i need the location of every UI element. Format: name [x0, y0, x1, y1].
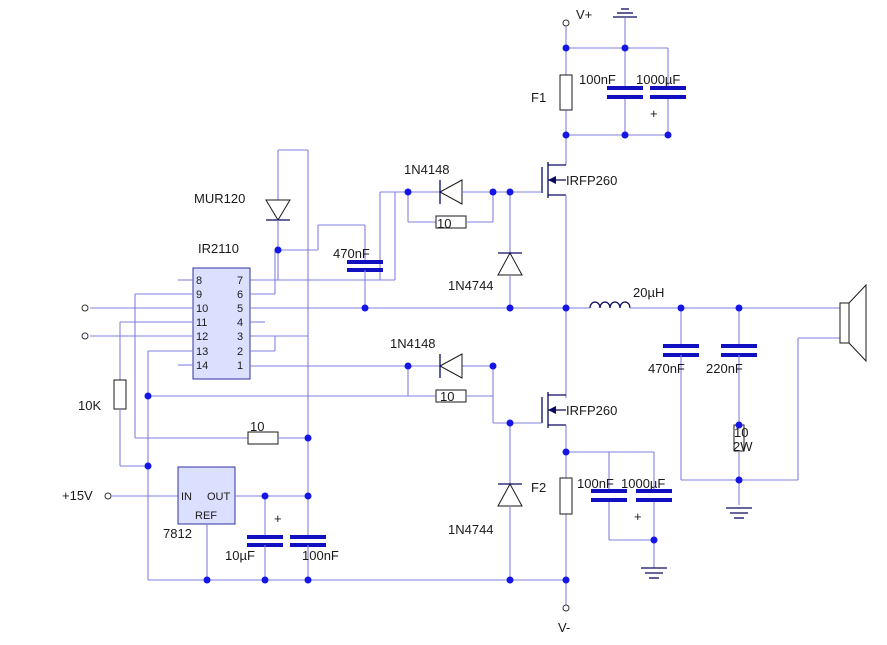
svg-text:7: 7	[237, 275, 243, 287]
svg-text:14: 14	[196, 360, 208, 372]
regulator-label: 7812	[163, 526, 192, 541]
cap-bottom-100n-label: 100nF	[577, 476, 614, 491]
ground-symbol-top	[613, 8, 637, 18]
zener-high-1n4744	[497, 251, 523, 276]
plus15v-terminal	[104, 492, 112, 500]
junction-dots	[144, 44, 743, 584]
fuse-f1-label: F1	[531, 90, 546, 105]
svg-text:8: 8	[196, 275, 202, 287]
v-minus-label: V-	[558, 620, 570, 635]
diode-high-1n4148	[438, 179, 463, 205]
v-plus-label: V+	[576, 7, 592, 22]
svg-text:13: 13	[196, 346, 208, 358]
mosfet-low-side	[510, 392, 566, 428]
fuse-f2	[559, 477, 573, 515]
fuse-f2-label: F2	[531, 480, 546, 495]
regulator-out-pin: OUT	[207, 491, 231, 503]
speaker-icon	[839, 283, 867, 363]
v-plus-terminal	[562, 19, 570, 27]
svg-text:12: 12	[196, 331, 208, 343]
regulator-in-pin: IN	[181, 491, 192, 503]
resistor-zobel-power: 2W	[733, 439, 753, 454]
cap-bottom-1000u-label: 1000µF	[621, 476, 665, 491]
svg-text:11: 11	[196, 317, 207, 329]
fuse-f1	[559, 74, 573, 111]
svg-text:2: 2	[237, 346, 243, 358]
cap-reg-100n-label: 100nF	[302, 548, 339, 563]
resistor-high-gate-label: 10	[437, 216, 451, 231]
plus15v-label: +15V	[62, 488, 93, 503]
svg-text:6: 6	[237, 289, 243, 301]
ir2110-right-pins	[250, 279, 308, 367]
ground-symbol-zobel	[726, 507, 752, 519]
v-plus-rail	[562, 18, 669, 165]
mosfet-high-side	[510, 162, 566, 198]
cap-out-220n-label: 220nF	[706, 361, 743, 376]
zener-high-label: 1N4744	[448, 278, 494, 293]
ir2110-chip	[192, 267, 251, 380]
regulator-ref-pin: REF	[195, 510, 217, 522]
diode-mur120-label: MUR120	[194, 191, 245, 206]
mosfet-high-label: IRFP260	[566, 173, 617, 188]
potentiometer-10k	[113, 379, 127, 410]
mosfet-low-label: IRFP260	[566, 403, 617, 418]
cap-bottom-1000u-polarity: +	[634, 509, 642, 524]
cap-reg-10u-polarity: +	[274, 511, 282, 526]
resistor-sd-label: 10	[250, 419, 264, 434]
cap-top-1000u-polarity: +	[650, 106, 658, 121]
diode-mur120	[265, 199, 291, 221]
svg-text:4: 4	[237, 317, 243, 329]
svg-text:5: 5	[237, 303, 243, 315]
potentiometer-label: 10K	[78, 398, 101, 413]
svg-text:3: 3	[237, 331, 243, 343]
cap-reg-10u-label: 10µF	[225, 548, 255, 563]
svg-text:10: 10	[196, 303, 208, 315]
inductor-label: 20µH	[633, 285, 664, 300]
inductor-coil	[589, 301, 631, 309]
svg-text:1: 1	[237, 360, 243, 372]
ground-symbol-bottom-right	[641, 567, 667, 579]
diode-low-1n4148	[438, 353, 463, 379]
cap-top-1000u-label: 1000µF	[636, 72, 680, 87]
svg-text:9: 9	[196, 289, 202, 301]
diode-high-label: 1N4148	[404, 162, 450, 177]
v-minus-terminal	[562, 604, 570, 612]
zener-low-label: 1N4744	[448, 522, 494, 537]
resistor-zobel-value: 10	[734, 425, 748, 440]
ir2110-left-pins	[90, 279, 193, 366]
cap-bootstrap-label: 470nF	[333, 246, 370, 261]
input-terminal-1	[81, 304, 89, 312]
cap-top-100n-label: 100nF	[579, 72, 616, 87]
diode-low-label: 1N4148	[390, 336, 436, 351]
cap-out-470n-label: 470nF	[648, 361, 685, 376]
resistor-low-gate-label: 10	[440, 389, 454, 404]
zener-low-1n4744	[497, 482, 523, 507]
input-terminal-2	[81, 332, 89, 340]
ir2110-label: IR2110	[198, 241, 239, 256]
